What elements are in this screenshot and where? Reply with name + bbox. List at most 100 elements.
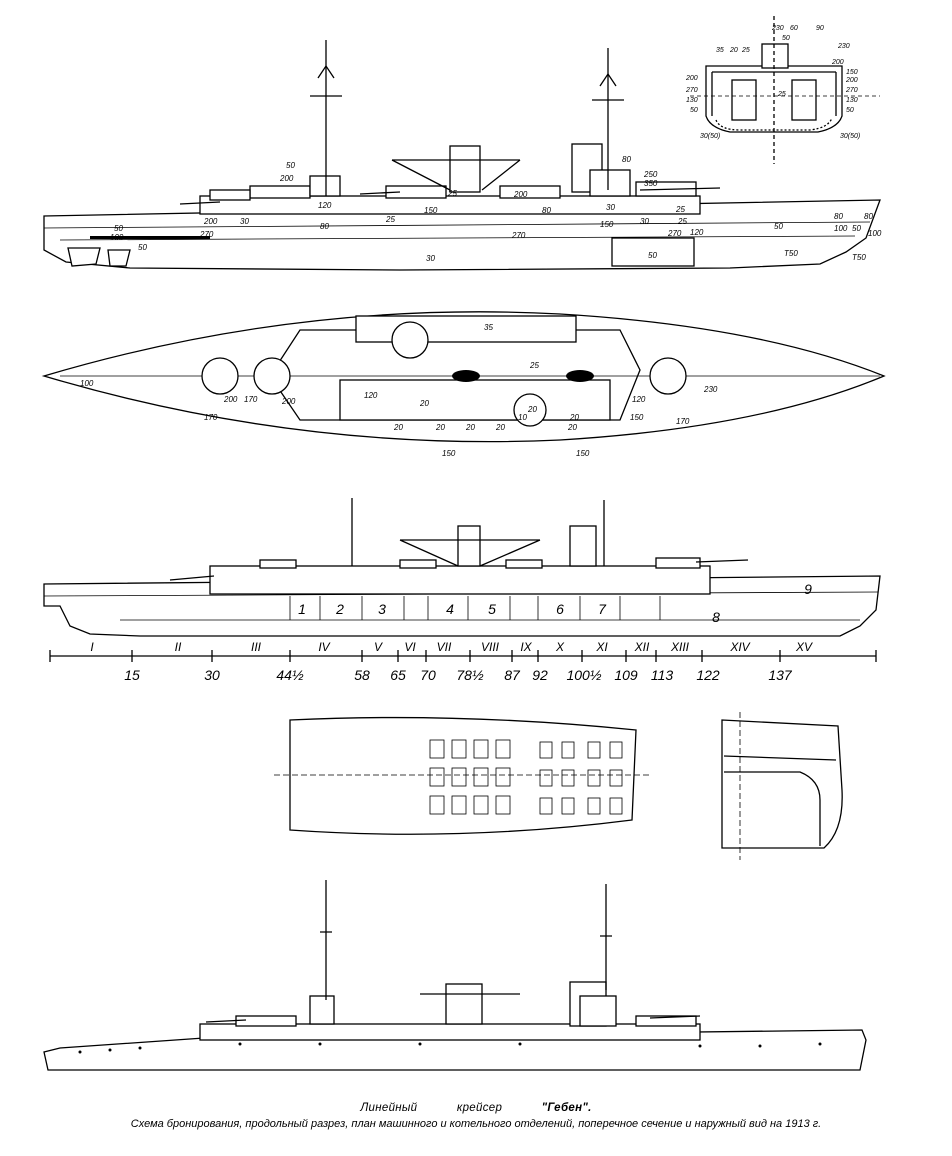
- armor-label: 50: [138, 243, 147, 252]
- section-label: 20: [729, 47, 738, 54]
- frame-number: 44½: [276, 667, 304, 683]
- compartment-number: 9: [804, 581, 812, 597]
- zone-label: V: [374, 640, 383, 654]
- machinery-plan: [274, 716, 652, 835]
- zone-label: X: [555, 640, 565, 654]
- cross-section: 230 60 90 35 20 25 50 230 200 150 200 20…: [685, 16, 880, 164]
- zone-label: I: [90, 640, 94, 654]
- armor-label: 80: [320, 222, 329, 231]
- compartment-number: 1: [298, 601, 306, 617]
- deck-plan: 35 25 100 200 170 200 170 120 20 20 20 2…: [41, 311, 886, 458]
- section-label: 30(50): [840, 133, 860, 140]
- armor-label: 25: [385, 215, 395, 224]
- zone-label: VIII: [481, 640, 500, 654]
- deck-label: 120: [632, 395, 646, 404]
- section-label: 200: [685, 75, 698, 82]
- armor-label: 120: [318, 201, 332, 210]
- deck-label: 20: [567, 423, 577, 432]
- armor-label: 250: [643, 170, 658, 179]
- machinery-plan-outline: [289, 716, 637, 835]
- deck-label: 170: [204, 413, 218, 422]
- compartment-number: 6: [556, 601, 564, 617]
- armor-label: 200: [203, 217, 218, 226]
- compartment-number: 2: [335, 601, 344, 617]
- longitudinal-section: 1 2 3 4 5 6 7 8 9 I II III IV V: [43, 498, 881, 683]
- deck-label: 200: [281, 397, 296, 406]
- armor-label: 150: [424, 206, 438, 215]
- deck-label: 150: [442, 449, 456, 458]
- armor-label: 350: [644, 179, 658, 188]
- compartment-number: 8: [712, 609, 720, 625]
- armor-label: 80: [864, 212, 873, 221]
- zone-label: XV: [795, 640, 813, 654]
- section-label: 50: [690, 107, 698, 114]
- transverse-half-section: [721, 712, 843, 860]
- armor-label: 25: [675, 205, 685, 214]
- caption-class: крейсер: [456, 1102, 503, 1114]
- section-label: 30(50): [700, 133, 720, 140]
- deck-label: 25: [529, 361, 539, 370]
- armor-label: 80: [542, 206, 551, 215]
- frame-number: 122: [696, 667, 720, 683]
- frame-number: 137: [768, 667, 793, 683]
- armor-label: 100: [834, 224, 848, 233]
- frame-number: 92: [532, 667, 548, 683]
- armor-label: 50: [648, 251, 657, 260]
- armor-profile: 50 200 120 25 150 80 250 350 200 30 80 2…: [43, 40, 882, 271]
- section-label: 200: [831, 59, 844, 66]
- zone-label: XII: [634, 640, 650, 654]
- section-label: 25: [777, 91, 786, 98]
- armor-label: 30: [606, 203, 615, 212]
- compartment-number: 3: [378, 601, 386, 617]
- section-label: 130: [686, 97, 698, 104]
- section-label: 90: [816, 25, 824, 32]
- armor-label: 100: [868, 229, 882, 238]
- frame-number: 58: [354, 667, 370, 683]
- armor-label: 30: [426, 254, 435, 263]
- zone-label: VI: [404, 640, 416, 654]
- armor-label: 50: [286, 161, 295, 170]
- transverse-section-outline: [721, 719, 843, 849]
- deck-label: 120: [364, 391, 378, 400]
- section-label: 50: [782, 35, 790, 42]
- armor-label: 100: [110, 233, 124, 242]
- armor-label: 50: [852, 224, 861, 233]
- caption-description: Схема бронирования, продольный разрез, п…: [130, 1118, 822, 1130]
- section-label: 200: [845, 77, 858, 84]
- compartment-number: 5: [488, 601, 496, 617]
- section-label: 60: [790, 25, 798, 32]
- frame-number: 87: [504, 667, 521, 683]
- caption-title: Линейный крейсер "Гебен".: [0, 1102, 952, 1114]
- deck-label: 170: [676, 417, 690, 426]
- frame-number: 70: [420, 667, 436, 683]
- deck-label: 20: [419, 399, 429, 408]
- armor-label: 30: [640, 217, 649, 226]
- frame-number: 109: [614, 667, 638, 683]
- section-label: 230: [771, 25, 784, 32]
- zone-label: XIII: [670, 640, 690, 654]
- frame-number: 15: [124, 667, 140, 683]
- armor-label: T50: [784, 249, 798, 258]
- deck-label: 20: [495, 423, 505, 432]
- deck-label: 20: [527, 405, 537, 414]
- deck-label: 20: [393, 423, 403, 432]
- section-label: 130: [846, 97, 858, 104]
- section-label: 270: [845, 87, 858, 94]
- deck-label: 150: [630, 413, 644, 422]
- deck-label: 20: [465, 423, 475, 432]
- section-label: 150: [846, 69, 858, 76]
- zone-label: VII: [437, 640, 452, 654]
- frame-number: 30: [204, 667, 220, 683]
- deck-label: 20: [569, 413, 579, 422]
- zone-label: XIV: [729, 640, 750, 654]
- armor-label: T50: [852, 253, 866, 262]
- deck-label: 100: [80, 379, 94, 388]
- deck-label: 20: [435, 423, 445, 432]
- ship-drawing: 50 200 120 25 150 80 250 350 200 30 80 2…: [41, 16, 886, 1071]
- compartment-number: 4: [446, 601, 454, 617]
- zone-label: XI: [595, 640, 608, 654]
- frame-number: 100½: [566, 667, 601, 683]
- compartment-number: 7: [598, 601, 607, 617]
- zone-label: IX: [520, 640, 532, 654]
- section-label: 270: [685, 87, 698, 94]
